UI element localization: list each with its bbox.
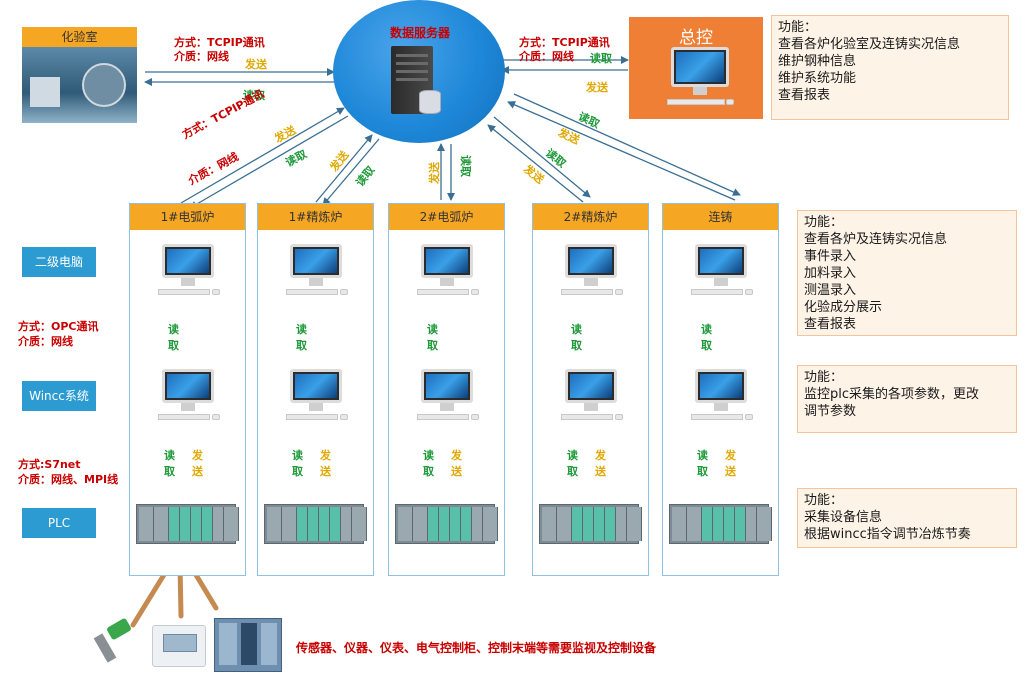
control-node: 总控 <box>629 17 763 119</box>
instrument-panel-icon <box>152 625 206 667</box>
computer-icon <box>689 244 755 300</box>
computer-icon <box>667 47 734 113</box>
plc-rack-icon <box>395 504 498 544</box>
row-label-wincc: Wincc系统 <box>22 381 96 411</box>
equipment-column: 1#精炼炉读取读取发送 <box>257 203 374 576</box>
read-label-char2: 取 <box>423 465 434 478</box>
read-label-char1: 读 <box>168 323 179 336</box>
s7-medium: 介质：网线、MPI线 <box>18 473 119 486</box>
ctrl-read-label: 读取 <box>590 52 612 65</box>
read-label-char2: 取 <box>168 339 179 352</box>
read-label-char2: 取 <box>292 465 303 478</box>
plc-rack-icon <box>669 504 772 544</box>
read-label-char1: 读 <box>296 323 307 336</box>
lab-photo <box>22 47 137 123</box>
send-label-char2: 送 <box>595 465 606 478</box>
equipment-column: 2#电弧炉读取读取发送 <box>388 203 505 576</box>
computer-icon <box>559 244 625 300</box>
control-cabinet-icon <box>214 618 282 672</box>
lab-label: 化验室 <box>22 27 137 47</box>
control-label: 总控 <box>679 28 713 48</box>
read-label-char1: 读 <box>571 323 582 336</box>
read-label-char2: 取 <box>427 339 438 352</box>
ctrl-conn-method: 方式：TCPIP通讯 <box>519 36 610 49</box>
lab-send-label: 发送 <box>245 58 267 71</box>
equipment-column: 1#电弧炉读取读取发送 <box>129 203 246 576</box>
read-label-char1: 读 <box>292 449 303 462</box>
server-title: 数据服务器 <box>389 26 450 40</box>
read-label-char2: 取 <box>296 339 307 352</box>
ctrl-send-label: 发送 <box>586 81 608 94</box>
read-label-char2: 取 <box>164 465 175 478</box>
send-label-char2: 送 <box>192 465 203 478</box>
lab-node: 化验室 <box>22 27 137 123</box>
send-label-char2: 送 <box>320 465 331 478</box>
read-label-char2: 取 <box>701 339 712 352</box>
control-function-note: 功能： 查看各炉化验室及连铸实况信息 维护钢种信息 维护系统功能 查看报表 <box>771 15 1009 120</box>
computer-icon <box>284 244 350 300</box>
read-label-char1: 读 <box>567 449 578 462</box>
read-label-char2: 取 <box>567 465 578 478</box>
computer-icon <box>284 369 350 425</box>
read-label-char2: 取 <box>571 339 582 352</box>
lab-conn-method: 方式：TCPIP通讯 <box>174 36 265 49</box>
computer-icon <box>689 369 755 425</box>
field-devices-caption: 传感器、仪器、仪表、电气控制柜、控制末端等需要监视及控制设备 <box>296 641 657 655</box>
data-server-node <box>333 0 505 143</box>
lab-conn-medium: 介质：网线 <box>174 50 229 63</box>
send-label-char1: 发 <box>595 449 606 462</box>
col3-send-label: 发送 <box>428 162 441 184</box>
send-label-char2: 送 <box>451 465 462 478</box>
read-label-char1: 读 <box>423 449 434 462</box>
column-title: 2#精炼炉 <box>533 204 648 230</box>
opc-medium: 介质：网线 <box>18 335 73 348</box>
row-label-pc: 二级电脑 <box>22 247 96 277</box>
plc-rack-icon <box>136 504 239 544</box>
wincc-function-note: 功能： 监控plc采集的各项参数，更改 调节参数 <box>797 365 1017 433</box>
plc-rack-icon <box>264 504 367 544</box>
computer-icon <box>156 369 222 425</box>
send-label-char1: 发 <box>451 449 462 462</box>
pc-function-note: 功能： 查看各炉及连铸实况信息 事件录入 加料录入 测温录入 化验成分展示 查看… <box>797 210 1017 336</box>
read-label-char1: 读 <box>701 323 712 336</box>
computer-icon <box>559 369 625 425</box>
send-label-char1: 发 <box>725 449 736 462</box>
equipment-column: 2#精炼炉读取读取发送 <box>532 203 649 576</box>
column-title: 1#精炼炉 <box>258 204 373 230</box>
equipment-column: 连铸读取读取发送 <box>662 203 779 576</box>
send-label-char1: 发 <box>192 449 203 462</box>
column-title: 2#电弧炉 <box>389 204 504 230</box>
database-icon <box>419 90 441 114</box>
column-title: 1#电弧炉 <box>130 204 245 230</box>
computer-icon <box>415 369 481 425</box>
row-label-plc: PLC <box>22 508 96 538</box>
s7-method: 方式:S7net <box>18 458 81 471</box>
computer-icon <box>415 244 481 300</box>
send-label-char1: 发 <box>320 449 331 462</box>
col3-read-label: 读取 <box>459 155 472 177</box>
send-label-char2: 送 <box>725 465 736 478</box>
plc-function-note: 功能： 采集设备信息 根据wincc指令调节冶炼节奏 <box>797 488 1017 548</box>
opc-method: 方式：OPC通讯 <box>18 320 99 333</box>
pressure-sensor-icon <box>90 617 136 664</box>
computer-icon <box>156 244 222 300</box>
lab-read-label: 读取 <box>243 89 265 102</box>
ctrl-conn-medium: 介质：网线 <box>519 50 574 63</box>
read-label-char2: 取 <box>697 465 708 478</box>
column-title: 连铸 <box>663 204 778 230</box>
read-label-char1: 读 <box>164 449 175 462</box>
plc-rack-icon <box>539 504 642 544</box>
read-label-char1: 读 <box>697 449 708 462</box>
read-label-char1: 读 <box>427 323 438 336</box>
